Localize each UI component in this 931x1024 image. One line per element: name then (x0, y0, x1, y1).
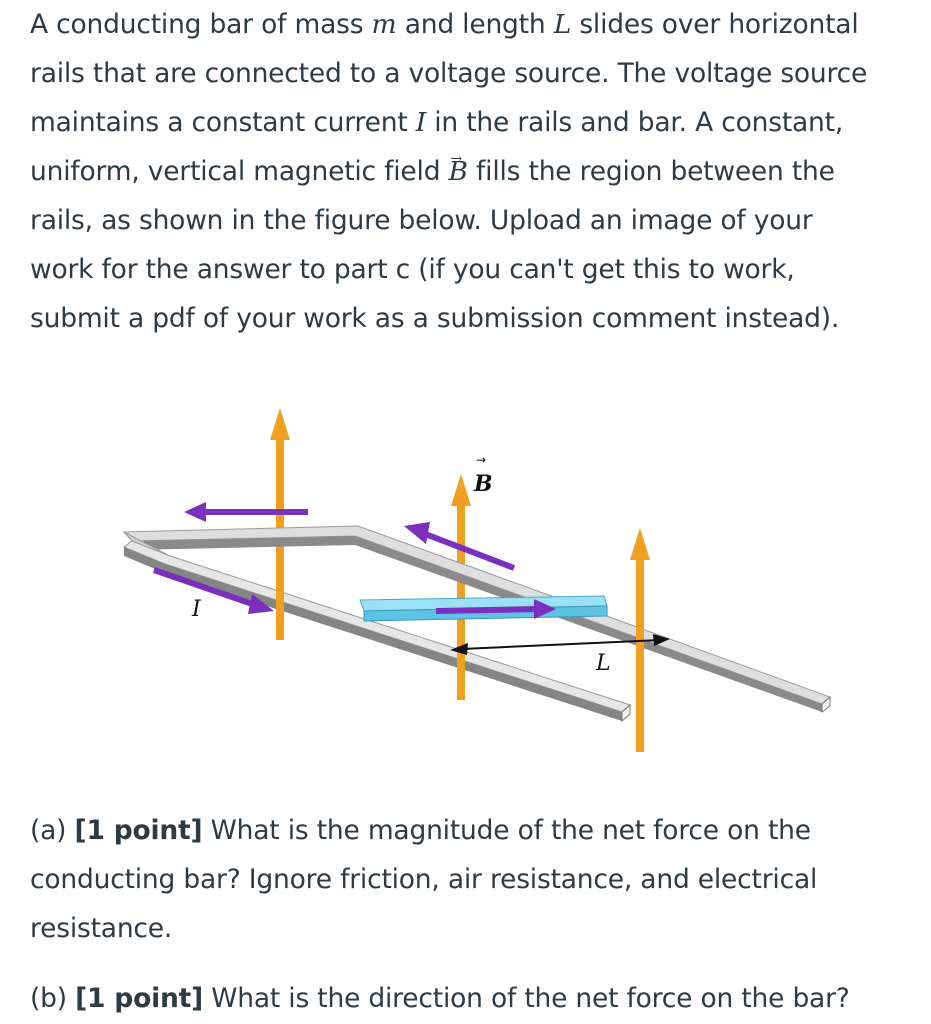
rail-far-end (821, 695, 831, 713)
current-arrow-near-head (248, 594, 274, 614)
field-arrow-left-head (270, 408, 290, 440)
length-indicator-left-head (450, 643, 468, 655)
label-I: I (191, 597, 202, 622)
question-a-line-3: resistance. (30, 913, 173, 944)
rail-far-side (132, 536, 822, 712)
current-arrow-bar-head (534, 599, 556, 619)
question-a-prefix: (a) (30, 815, 75, 846)
text-span: in the rails and bar. A constant, (426, 107, 844, 138)
intro-line-5: rails, as shown in the figure below. Upl… (30, 205, 813, 236)
question-a-line-1: (a) [1 point] What is the magnitude of t… (30, 806, 925, 855)
intro-line-7: submit a pdf of your work as a submissio… (30, 303, 840, 334)
vector-B-letter: B (448, 156, 468, 187)
text-span: uniform, vertical magnetic field (30, 156, 449, 187)
current-arrow-top-head (184, 502, 206, 522)
length-indicator-right-head (653, 634, 670, 646)
text-span: What is the direction of the net force o… (203, 983, 850, 1014)
current-arrow-far-head (404, 522, 430, 544)
rail-bar-figure: B → I L (110, 360, 855, 780)
question-b-points: [1 point] (75, 983, 204, 1014)
question-a-line-2: conducting bar? Ignore friction, air res… (30, 864, 818, 895)
variable-L: L (553, 9, 572, 40)
variable-m: m (371, 9, 397, 40)
intro-line-1: A conducting bar of mass m and length L … (30, 0, 925, 49)
text-span: slides over horizontal (571, 9, 859, 40)
text-span: maintains a constant current (30, 107, 416, 138)
rail-near-side (124, 547, 622, 721)
length-indicator (461, 639, 661, 650)
rail-near-top (122, 540, 631, 713)
question-b-line-1: (b) [1 point] What is the direction of t… (30, 974, 925, 1023)
text-span: A conducting bar of mass (30, 9, 372, 40)
intro-line-4: uniform, vertical magnetic field →B fill… (30, 147, 925, 196)
vector-B: →B (449, 147, 468, 196)
variable-I: I (415, 107, 427, 138)
question-a: (a) [1 point] What is the magnitude of t… (30, 806, 925, 953)
intro-line-2: rails that are connected to a voltage so… (30, 58, 868, 89)
current-arrow-far (418, 529, 516, 571)
rail-near-end (621, 703, 631, 723)
text-span: fills the region between the (467, 156, 835, 187)
intro-line-6: work for the answer to part c (if you ca… (30, 254, 795, 285)
intro-line-3: maintains a constant current I in the ra… (30, 98, 925, 147)
current-arrow-bar (435, 606, 539, 614)
current-arrow-near (153, 567, 259, 609)
label-L: L (595, 651, 611, 676)
label-B: B (473, 471, 493, 497)
question-b-prefix: (b) (30, 983, 76, 1014)
field-arrow-right-head (630, 528, 650, 560)
text-span: What is the magnitude of the net force o… (202, 815, 811, 846)
field-arrow-middle-head (451, 474, 471, 506)
text-span: and length (396, 9, 554, 40)
label-B-arrow: → (476, 453, 486, 467)
question-b: (b) [1 point] What is the direction of t… (30, 974, 925, 1023)
vector-arrow-icon: → (450, 151, 463, 167)
figure-svg: B → I L (122, 408, 831, 752)
problem-statement: A conducting bar of mass m and length L … (30, 0, 925, 343)
question-a-points: [1 point] (74, 815, 203, 846)
